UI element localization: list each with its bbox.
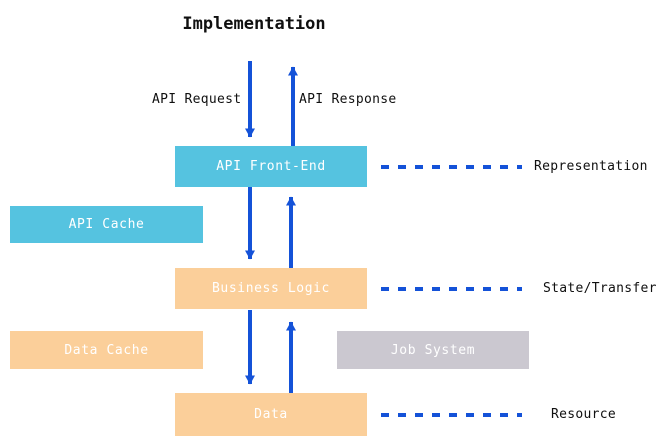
node-api-front-end[interactable]: API Front-End bbox=[175, 146, 367, 187]
node-business-logic[interactable]: Business Logic bbox=[175, 268, 367, 309]
side-label-state-transfer: State/Transfer bbox=[543, 281, 657, 296]
side-label-representation: Representation bbox=[534, 159, 648, 174]
node-job-system[interactable]: Job System bbox=[337, 331, 529, 369]
page-title: Implementation bbox=[182, 14, 326, 34]
side-label-resource: Resource bbox=[551, 407, 617, 422]
node-api-cache-label: API Cache bbox=[68, 217, 145, 232]
node-data-cache-label: Data Cache bbox=[64, 342, 149, 358]
edge-label-api-request: API Request bbox=[152, 92, 242, 107]
node-job-system-label: Job System bbox=[390, 342, 476, 358]
node-data[interactable]: Data bbox=[175, 393, 367, 436]
node-api-cache[interactable]: API Cache bbox=[10, 206, 203, 243]
node-data-cache[interactable]: Data Cache bbox=[10, 331, 203, 369]
node-api-front-end-label: API Front-End bbox=[216, 159, 326, 174]
node-business-logic-label: Business Logic bbox=[212, 281, 330, 296]
edge-label-api-response: API Response bbox=[299, 92, 397, 107]
node-data-label: Data bbox=[254, 407, 288, 422]
